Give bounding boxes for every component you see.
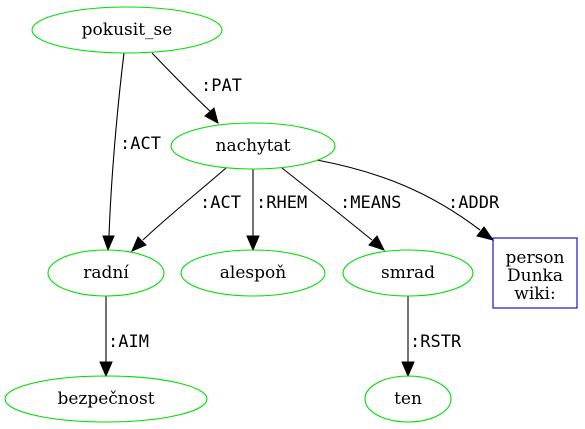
arrowhead — [204, 107, 219, 124]
node-ellipse — [342, 249, 474, 297]
node-ellipse — [170, 122, 336, 170]
node-ellipse — [180, 249, 326, 297]
edge-label-act-2: :ACT — [200, 193, 241, 213]
arrowhead — [401, 361, 415, 378]
node-label: radní — [83, 263, 129, 283]
arrowhead — [99, 361, 113, 378]
node-label-line-3: wiki: — [514, 284, 555, 304]
node-ten: ten — [364, 375, 452, 423]
node-radni: radní — [47, 249, 165, 297]
node-box — [492, 237, 578, 309]
edge-line — [142, 167, 227, 241]
edge-label-rstr: :RSTR — [410, 332, 462, 352]
node-ellipse — [31, 6, 223, 54]
edge-label-means: :MEANS — [340, 193, 401, 213]
edge-smrad-ten: :RSTR — [401, 296, 462, 378]
node-label: ten — [394, 389, 422, 409]
arrowhead — [368, 235, 385, 251]
node-label: smrad — [381, 263, 435, 283]
edge-line — [281, 167, 373, 241]
node-label-line-1: person — [506, 248, 565, 268]
node-pokusit_se: pokusit_se — [31, 6, 223, 54]
edge-nachytat-smrad: :MEANS — [281, 167, 401, 251]
node-ellipse — [4, 375, 208, 423]
nodes: pokusit_se nachytat radní alespoň smrad … — [4, 6, 578, 423]
arrowhead — [476, 226, 495, 241]
node-ellipse — [47, 249, 165, 297]
node-label: pokusit_se — [82, 20, 173, 40]
node-label: bezpečnost — [57, 389, 154, 409]
edges: :PAT :ACT :ACT :RHEM :MEANS — [99, 52, 500, 378]
edge-pokusit_se-nachytat: :PAT — [151, 52, 242, 124]
node-smrad: smrad — [342, 249, 474, 297]
node-nachytat: nachytat — [170, 122, 336, 170]
edge-label-pat: :PAT — [201, 76, 242, 96]
arrowhead — [131, 236, 147, 252]
edge-line — [151, 52, 213, 114]
node-ellipse — [364, 375, 452, 423]
edge-line — [108, 52, 125, 237]
arrowhead — [102, 235, 115, 252]
edge-label-addr: :ADDR — [448, 193, 500, 213]
edge-label-aim: :AIM — [108, 332, 149, 352]
node-label-line-2: Dunka — [507, 266, 563, 286]
edge-line — [316, 159, 481, 231]
node-label: nachytat — [216, 136, 291, 156]
node-person: person Dunka wiki: — [492, 237, 578, 309]
edge-nachytat-person: :ADDR — [316, 159, 500, 241]
node-alespon: alespoň — [180, 249, 326, 297]
edge-radni-bezpecnost: :AIM — [99, 296, 149, 378]
edge-label-act-1: :ACT — [120, 134, 161, 154]
node-label: alespoň — [220, 263, 286, 283]
arrowhead — [246, 235, 260, 252]
edge-nachytat-alespon: :RHEM — [246, 169, 307, 252]
edge-pokusit_se-radni: :ACT — [102, 52, 161, 252]
edge-label-rhem: :RHEM — [256, 193, 307, 213]
edge-nachytat-radni: :ACT — [131, 167, 241, 252]
node-bezpecnost: bezpečnost — [4, 375, 208, 423]
